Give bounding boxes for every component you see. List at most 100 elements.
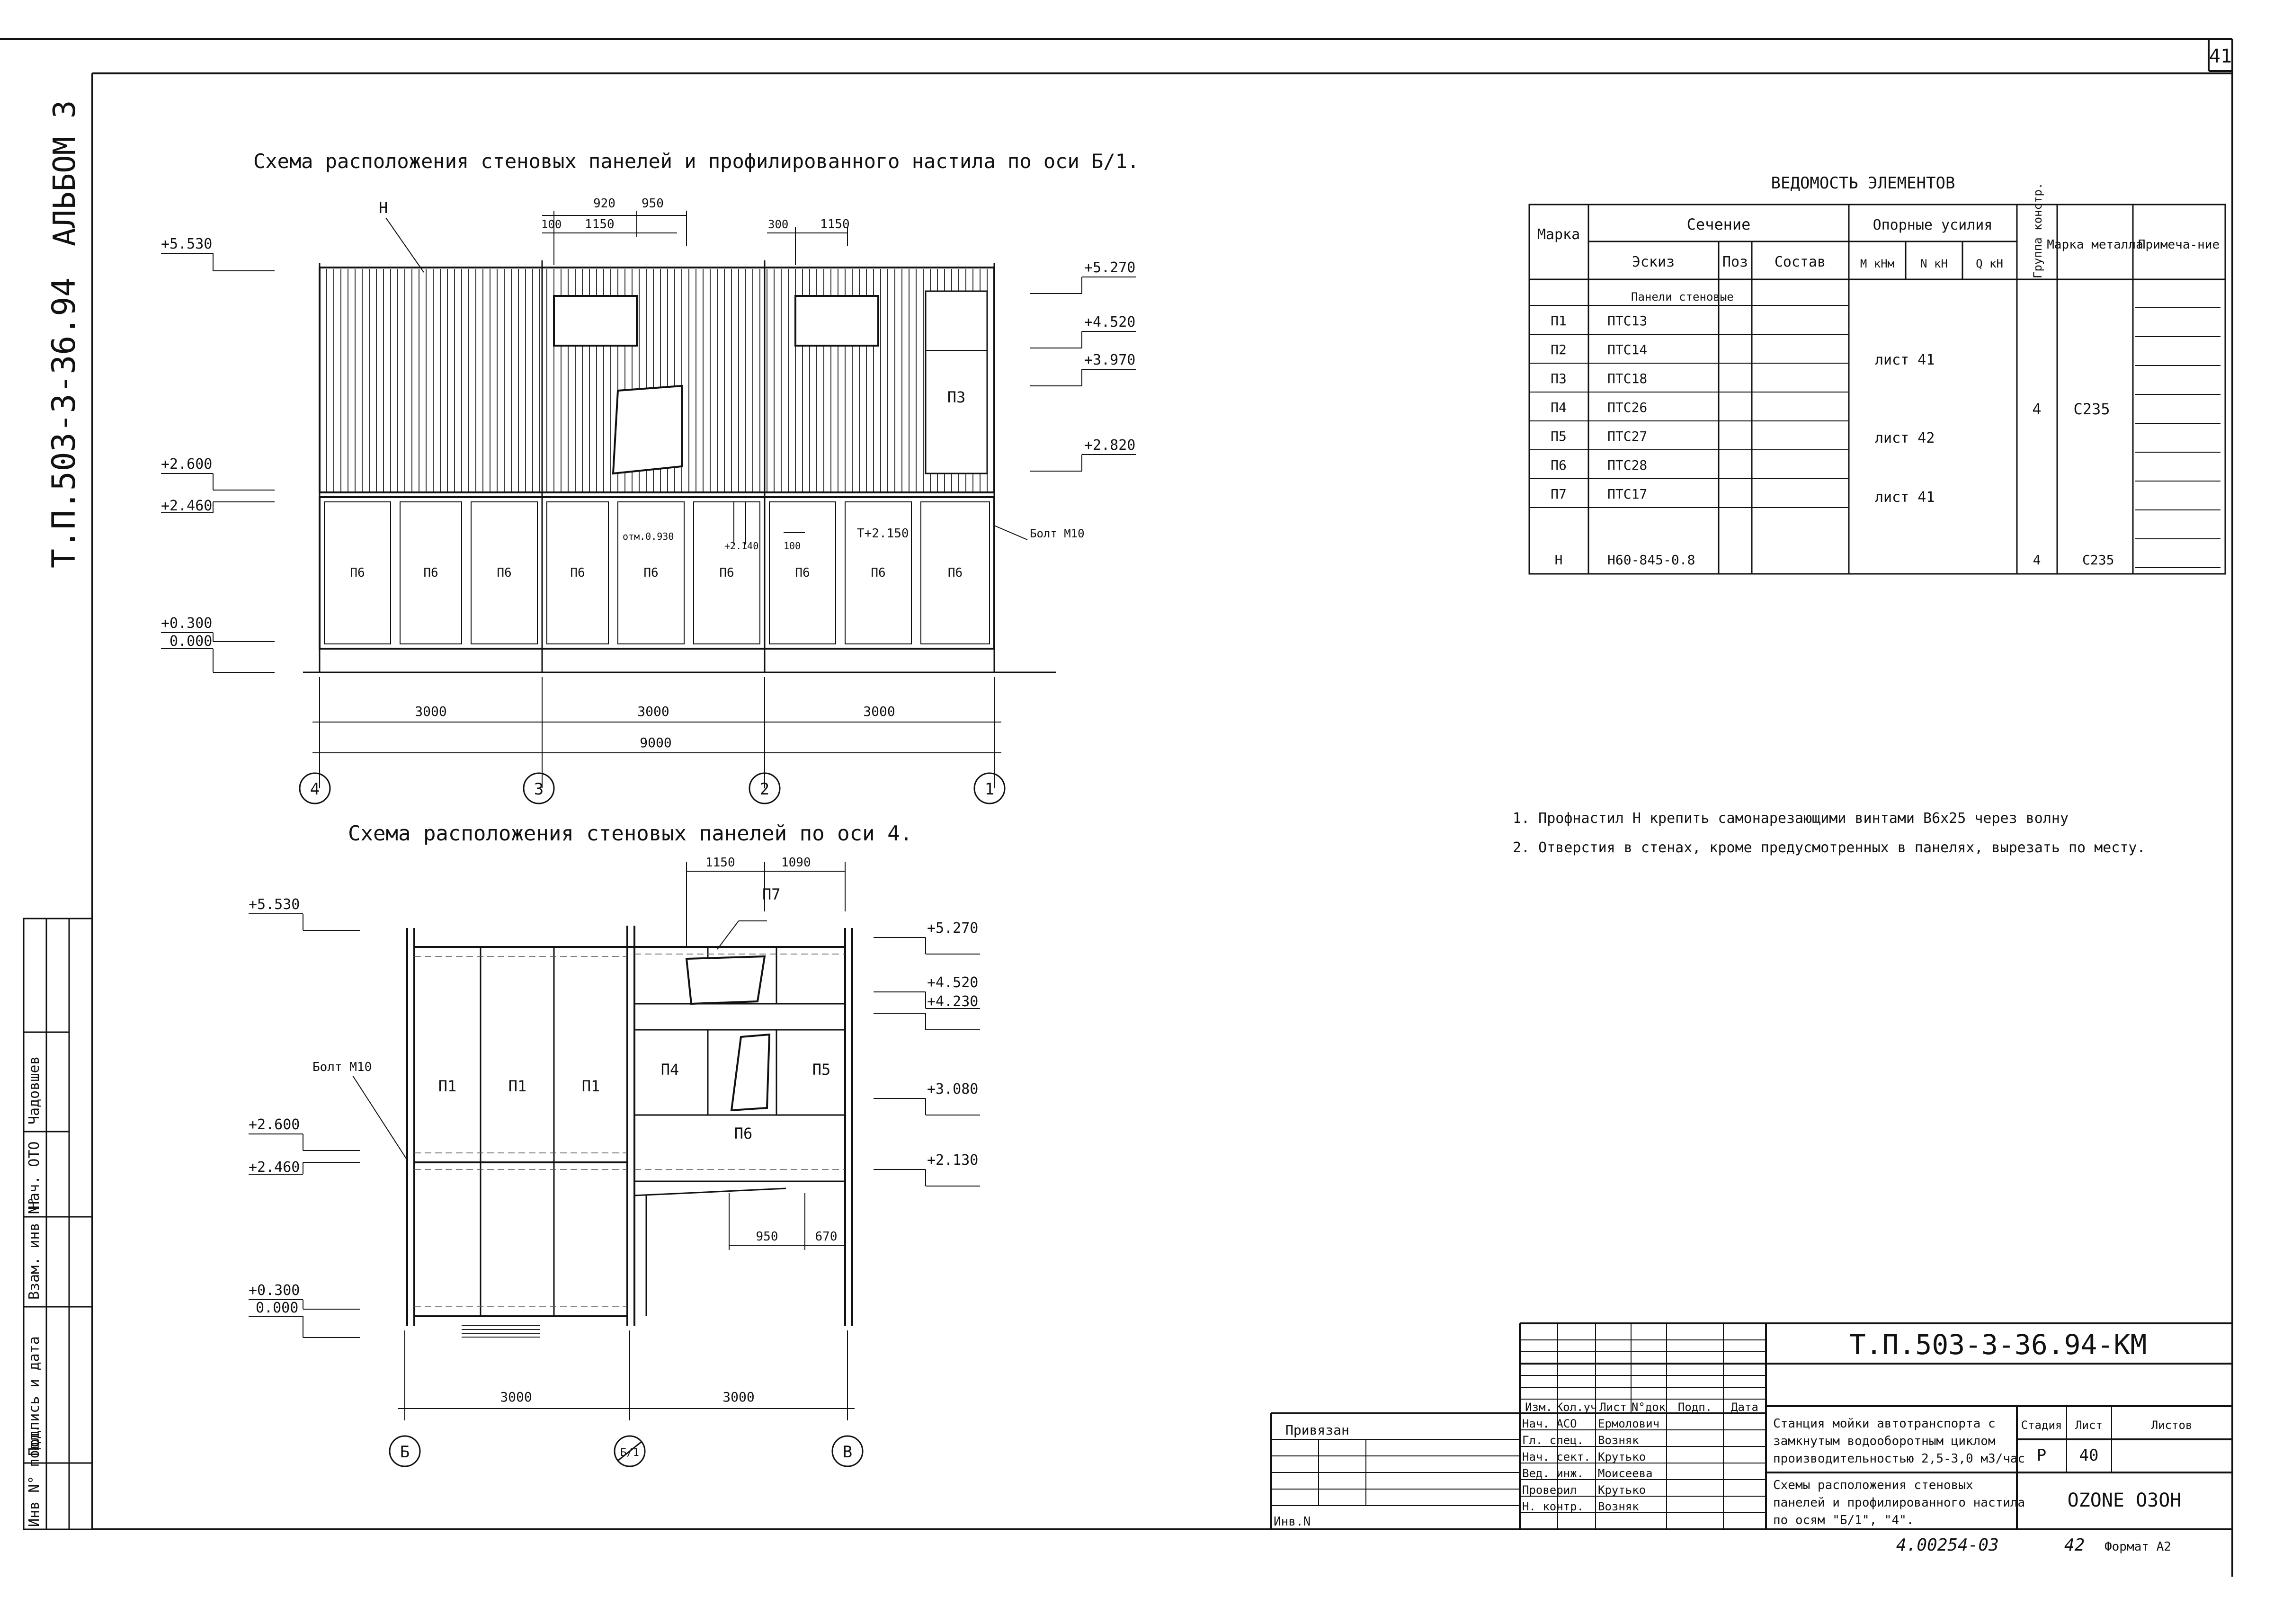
- level-left-0000: 0.000: [169, 633, 212, 650]
- s2-label-p7: П7: [762, 885, 781, 903]
- table-row-marka: П6: [1551, 457, 1567, 473]
- level-left-0300: +0.300: [161, 615, 212, 632]
- last-row-steel: С235: [2082, 552, 2114, 568]
- opening-1: [553, 295, 638, 347]
- panel-p6: П6: [734, 1124, 753, 1142]
- table-row-marka: П2: [1551, 342, 1567, 357]
- table-row-sostav: ПТС27: [1607, 428, 1647, 444]
- tb-project-name-2: замкнутым водооборотным циклом: [1773, 1434, 1996, 1448]
- table-row-marka: П1: [1551, 313, 1567, 329]
- s2-level-right-4520: +4.520: [927, 974, 978, 991]
- axis-1: 1: [985, 780, 994, 799]
- s2-level-right-4230: +4.230: [927, 993, 978, 1010]
- axis-4: 4: [310, 780, 320, 799]
- th-marka-metalla: Марка металла: [2047, 238, 2143, 252]
- tb-sheet: 40: [2079, 1446, 2099, 1465]
- tb-role: Вед. инж.: [1522, 1467, 1584, 1480]
- lower-panel-label: П6: [795, 566, 810, 580]
- tb-code: Т.П.503-3-36.94-КМ: [1849, 1329, 2147, 1361]
- s2-axis-v: В: [843, 1443, 852, 1462]
- scheme1-panel-p3: П3: [947, 388, 966, 406]
- lower-panel: [920, 501, 990, 644]
- s2-axis-b: Б: [400, 1443, 410, 1462]
- lower-panel-label: П6: [871, 566, 885, 580]
- footer-inv-number: 4.00254-03: [1896, 1535, 1999, 1555]
- lower-panel-label: П6: [948, 566, 963, 580]
- tb-role: Нач. сект.: [1522, 1450, 1591, 1463]
- table-section-label: Панели стеновые: [1631, 290, 1734, 303]
- lower-panel: [769, 501, 836, 644]
- scheme-axis-b1: Схема расположения стеновых панелей и пр…: [161, 150, 1139, 804]
- s2-level-left-0000: 0.000: [256, 1300, 298, 1316]
- s2-bottom-dim-2: 3000: [722, 1389, 754, 1405]
- tb-role-name: Возняк: [1598, 1500, 1639, 1513]
- s2-level-left-2460: +2.460: [249, 1159, 300, 1176]
- tb-drawing-name-1: Схемы расположения стеновых: [1773, 1478, 1973, 1492]
- inner-dim-930: отм.0.930: [623, 531, 674, 542]
- side-cell-head: Нач. ОТО: [26, 1142, 43, 1210]
- table-row-marka: П4: [1551, 400, 1567, 415]
- s2-level-left-2600: +2.600: [249, 1116, 300, 1133]
- note-1: 1. Профнастил Н крепить самонарезающими …: [1513, 810, 2069, 827]
- panel-p3-frame: [925, 290, 988, 474]
- opening-5: [730, 1033, 771, 1112]
- tb-inv: Инв.N: [1274, 1515, 1311, 1529]
- level-left-2600: +2.600: [161, 456, 212, 473]
- bottom-dim-1: 3000: [415, 704, 446, 719]
- level-right-2820: +2.820: [1084, 437, 1135, 454]
- scheme1-label-h: Н: [379, 199, 388, 217]
- tb-project-name-1: Станция мойки автотранспорта с: [1773, 1417, 1996, 1431]
- th-poz: Поз: [1722, 254, 1748, 270]
- side-stamp: АЛЬБОМ 3 Т.П.503-3-36.94 Инв N° подл. По…: [23, 100, 93, 1530]
- tb-role: Нач. АСО: [1522, 1417, 1577, 1430]
- lower-panel: [400, 501, 462, 644]
- note-2: 2. Отверстия в стенах, кроме предусмотре…: [1513, 839, 2146, 856]
- th-primechanie: Примеча-ние: [2138, 238, 2220, 252]
- th-sechenie: Сечение: [1687, 215, 1751, 233]
- lower-panel: [617, 501, 685, 644]
- group-value: 4: [2032, 400, 2041, 418]
- lower-panel: [845, 501, 912, 644]
- scheme2-title: Схема расположения стеновых панелей по о…: [348, 821, 912, 846]
- s2-dim-1090: 1090: [781, 856, 811, 870]
- lower-panel-label: П6: [643, 566, 658, 580]
- floor-hatch: [462, 1325, 540, 1338]
- table-title: ВЕДОМОСТЬ ЭЛЕМЕНТОВ: [1771, 174, 1955, 193]
- scheme2-bolt: Болт М10: [312, 1060, 372, 1074]
- table-row-sostav: ПТС26: [1607, 400, 1647, 415]
- tb-drawing-name-3: по осям "Б/1", "4".: [1773, 1513, 1914, 1527]
- lower-panel: [471, 501, 538, 644]
- tb-role-name: Возняк: [1598, 1434, 1639, 1447]
- sheet-ref-1: лист 41: [1875, 352, 1935, 368]
- th-n: N кН: [1920, 257, 1948, 270]
- tb-role: Проверил: [1522, 1483, 1577, 1497]
- level-left-5530: +5.530: [161, 236, 212, 252]
- lower-panel: [546, 501, 609, 644]
- table-row-sostav: ПТС13: [1607, 313, 1647, 329]
- dim-100: 100: [541, 218, 562, 231]
- notes: 1. Профнастил Н крепить самонарезающими …: [1513, 810, 2146, 856]
- tb-role-name: Моисеева: [1598, 1467, 1653, 1480]
- axis-3: 3: [534, 780, 544, 799]
- s2-dim-950: 950: [756, 1230, 778, 1244]
- steel-value: С235: [2073, 400, 2110, 418]
- opening-4: [685, 955, 766, 1005]
- tb-org: OZONE ОЗОН: [2068, 1490, 2182, 1511]
- lower-panel-label: П6: [423, 566, 438, 580]
- elements-table: ВЕДОМОСТЬ ЭЛЕМЕНТОВ Марка Сечение Эскиз …: [1528, 174, 2226, 575]
- th-eskiz: Эскиз: [1632, 254, 1675, 270]
- table-row-marka: П7: [1551, 486, 1567, 502]
- dim-950: 950: [642, 196, 664, 211]
- table-row-marka: П3: [1551, 371, 1567, 386]
- inner-dim-2140: +2.140: [724, 540, 758, 552]
- level-left-2460: +2.460: [161, 498, 212, 514]
- tb-col-podp: Подп.: [1678, 1401, 1712, 1414]
- tb-project-name-3: производительностью 2,5-3,0 м3/час: [1773, 1452, 2025, 1466]
- level-right-4520: +4.520: [1084, 314, 1135, 330]
- tb-sheets-label: Листов: [2151, 1419, 2193, 1432]
- s2-level-left-5530: +5.530: [249, 896, 300, 913]
- tb-privyazan: Привязан: [1285, 1422, 1349, 1438]
